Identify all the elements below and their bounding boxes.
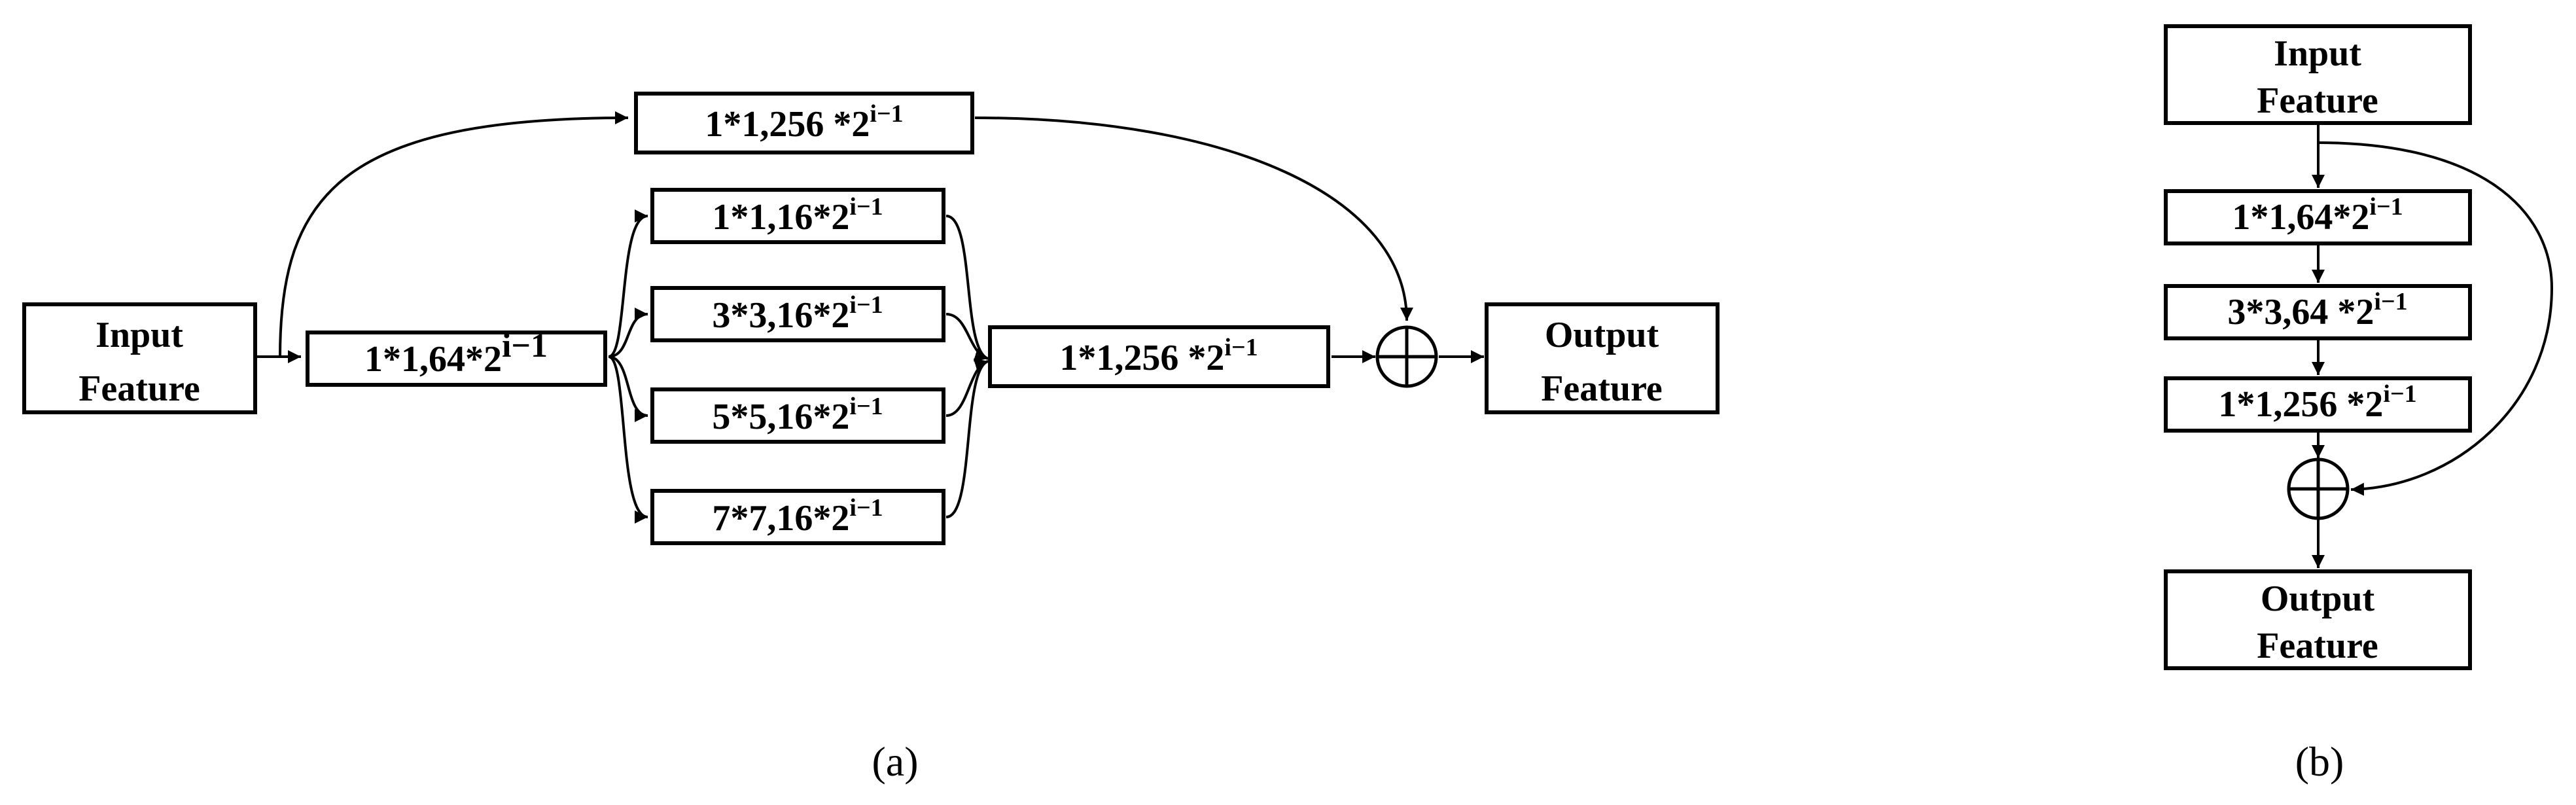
b-layer-3-label: 1*1,256 *2i−1 [2218, 380, 2416, 425]
branch-1-label: 1*1,16*2i−1 [712, 193, 883, 238]
arrow-branch-4-to-expand [945, 359, 989, 518]
arrow-reduce-to-branch-3 [608, 355, 648, 422]
input-feature-box: Input Feature [22, 302, 257, 414]
branch-box-3: 5*5,16*2i−1 [650, 387, 945, 444]
output-label-line-1: Output [1545, 315, 1659, 355]
arrow-input-to-skip [279, 111, 629, 357]
branch-box-1: 1*1,16*2i−1 [650, 188, 945, 244]
input-label-line-2: Feature [79, 368, 200, 409]
panel-b-connectors [2312, 124, 2554, 568]
expand-conv-label: 1*1,256 *2i−1 [1059, 334, 1258, 378]
output-feature-box: Output Feature [1485, 302, 1720, 414]
arrow-reduce-to-branch-1 [608, 209, 648, 358]
b-layer-box-2: 3*3,64 *2i−1 [2164, 284, 2472, 340]
arrow-branch-1-to-expand [945, 215, 989, 361]
b-layer-1-label: 1*1,64*2i−1 [2232, 193, 2403, 238]
branch-4-label: 7*7,16*2i−1 [712, 494, 883, 539]
b-input-feature-box: Input Feature [2164, 24, 2472, 125]
b-output-label-line-2: Feature [2257, 626, 2378, 666]
b-output-label-line-1: Output [2261, 579, 2375, 619]
b-input-label-line-1: Input [2274, 33, 2361, 74]
sum-node-b [2287, 457, 2350, 520]
arrow-reduce-to-branch-2 [608, 308, 648, 358]
b-layer-2-label: 3*3,64 *2i−1 [2227, 288, 2407, 332]
expand-conv-box: 1*1,256 *2i−1 [988, 325, 1330, 388]
panel-a: Input Feature 1*1,64*2i−1 1*1,256 *2i−1 … [22, 92, 1720, 785]
b-output-feature-box: Output Feature [2164, 569, 2472, 670]
b-layer-box-3: 1*1,256 *2i−1 [2164, 376, 2472, 433]
panel-b-caption: (b) [2295, 738, 2344, 785]
b-input-label-line-2: Feature [2257, 80, 2378, 121]
arrow-b-skip-to-sum [2318, 141, 2554, 496]
branch-box-2: 3*3,16*2i−1 [650, 286, 945, 342]
skip-conv-box: 1*1,256 *2i−1 [634, 92, 974, 154]
b-layer-box-1: 1*1,64*2i−1 [2164, 189, 2472, 245]
branch-2-label: 3*3,16*2i−1 [712, 291, 883, 336]
branch-box-4: 7*7,16*2i−1 [650, 489, 945, 545]
input-label-line-1: Input [96, 315, 183, 355]
panel-a-connectors [257, 111, 1484, 524]
reduce-conv-label: 1*1,64*2i−1 [364, 327, 548, 380]
output-label-line-2: Feature [1541, 368, 1663, 409]
arrow-branch-2-to-expand [945, 313, 989, 362]
arrow-reduce-to-branch-4 [608, 355, 648, 524]
panel-a-caption: (a) [872, 738, 918, 785]
sum-node-a [1375, 325, 1438, 388]
arrow-skip-to-sum [974, 116, 1413, 321]
skip-conv-label: 1*1,256 *2i−1 [705, 100, 903, 145]
panel-b: Input Feature 1*1,64*2i−1 3*3,64 *2i−1 1… [2164, 24, 2554, 785]
reduce-conv-box: 1*1,64*2i−1 [306, 327, 607, 387]
branch-3-label: 5*5,16*2i−1 [712, 393, 883, 437]
